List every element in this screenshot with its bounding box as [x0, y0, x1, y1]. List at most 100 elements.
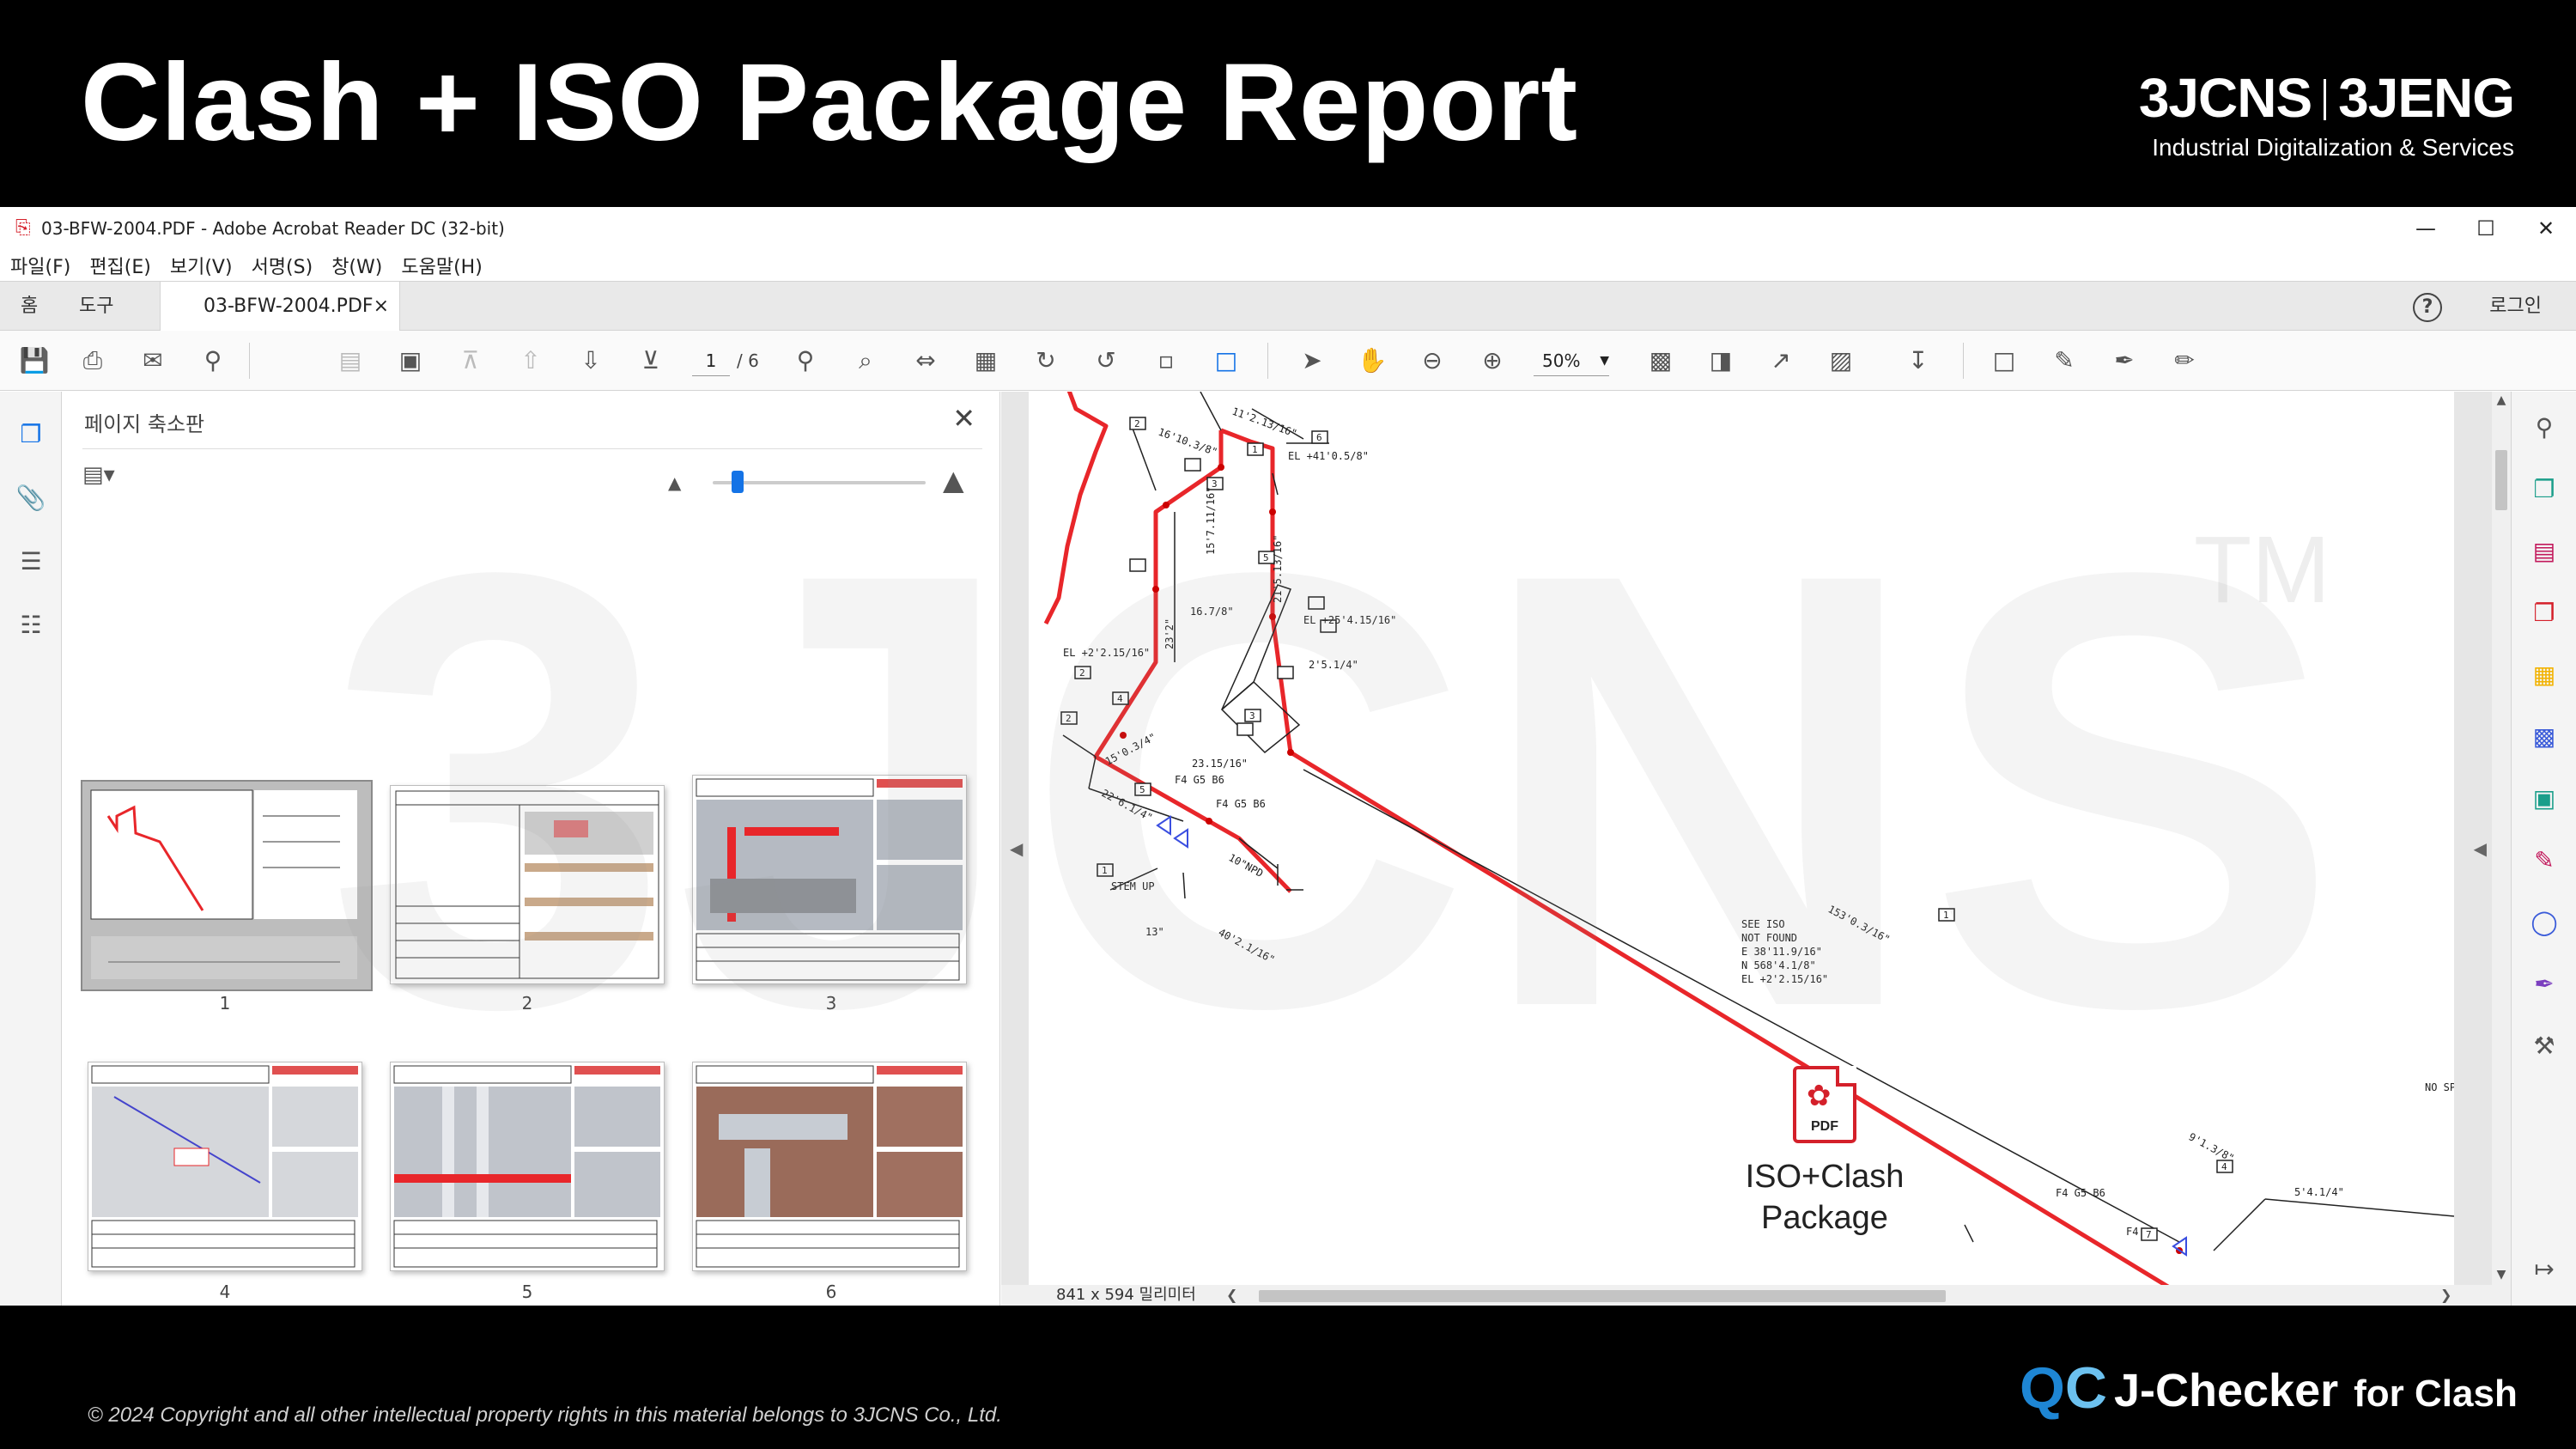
- menu-file[interactable]: 파일(F): [10, 257, 71, 278]
- save-to-cloud-icon[interactable]: ↧: [1908, 346, 1929, 374]
- read-mode-icon[interactable]: ▦: [974, 346, 998, 374]
- fit-page-icon[interactable]: ◨: [1709, 346, 1733, 374]
- export-pdf-icon[interactable]: ❐: [2533, 475, 2555, 503]
- thumbnail-size-knob[interactable]: [732, 471, 744, 493]
- vertical-scroll-thumb[interactable]: [2495, 450, 2507, 510]
- zoom-tool-icon[interactable]: ⚲: [2535, 413, 2554, 441]
- thumbnail-label: 5: [521, 1282, 533, 1302]
- first-page-icon[interactable]: ⊼: [461, 346, 480, 374]
- marquee-zoom-icon[interactable]: ⚲: [796, 346, 815, 374]
- zoom-in-icon[interactable]: ⊕: [1482, 346, 1503, 374]
- scroll-up-icon[interactable]: ▲: [2496, 393, 2506, 407]
- menu-edit[interactable]: 편집(E): [89, 257, 151, 278]
- tab-document[interactable]: 03-BFW-2004.PDF ×: [160, 282, 400, 332]
- page-thumbnail[interactable]: [88, 1062, 362, 1271]
- attachments-icon[interactable]: 📎: [15, 484, 46, 512]
- dim-label: NO SPOOL: [2425, 1081, 2454, 1093]
- print-icon[interactable]: ⎙: [82, 346, 103, 374]
- scroll-down-icon[interactable]: ▼: [2496, 1268, 2506, 1282]
- layers-icon[interactable]: ☰: [20, 547, 42, 575]
- page-display-icon[interactable]: ▩: [1649, 346, 1673, 374]
- collapse-left-panel-icon[interactable]: ◀: [1010, 838, 1024, 859]
- dim-label: 10"NPD: [1227, 851, 1266, 880]
- thumbnail-size-slider[interactable]: [713, 481, 926, 484]
- thumbnail-larger-icon[interactable]: ▲: [943, 464, 964, 496]
- organize-pages-icon[interactable]: ▤: [338, 346, 362, 374]
- horizontal-scroll-thumb[interactable]: [1259, 1290, 1946, 1302]
- find-text-icon[interactable]: ⌕: [859, 346, 872, 374]
- page-thumbnail[interactable]: [692, 775, 967, 984]
- previous-page-icon[interactable]: ⇧: [520, 346, 541, 374]
- more-tools-icon[interactable]: ⚒: [2533, 1032, 2555, 1060]
- hand-tool-icon[interactable]: ✋: [1357, 346, 1388, 374]
- search-icon[interactable]: ⚲: [204, 346, 222, 374]
- last-page-icon[interactable]: ⊻: [641, 346, 660, 374]
- page-number-input[interactable]: 1: [692, 345, 730, 376]
- scroll-mode-icon[interactable]: ▨: [1829, 346, 1853, 374]
- dim-label: 9'1.3/8": [2187, 1130, 2237, 1164]
- comment-tool-icon[interactable]: ▦: [2532, 661, 2556, 689]
- organize-pages-icon[interactable]: ▤: [2532, 537, 2556, 565]
- combine-files-icon[interactable]: ▩: [2532, 722, 2556, 751]
- iso-drawing-page: 11'2.13/16" 16'10.3/8" 15'7.11/16" 21'5.…: [1029, 392, 2475, 1296]
- vertical-scrollbar[interactable]: ▲ ▼: [2492, 392, 2511, 1285]
- maximize-button[interactable]: ☐: [2476, 216, 2495, 240]
- minimize-button[interactable]: —: [2415, 216, 2436, 240]
- comment-icon[interactable]: □: [1992, 346, 2016, 374]
- login-button[interactable]: 로그인: [2489, 295, 2542, 317]
- menu-view[interactable]: 보기(V): [169, 257, 233, 278]
- fit-width-icon[interactable]: ⇔: [915, 346, 936, 374]
- dim-label: 11'2.13/16": [1230, 405, 1298, 440]
- tab-tools[interactable]: 도구: [79, 295, 114, 317]
- page-thumbnail[interactable]: [81, 780, 373, 991]
- collapse-right-panel-icon[interactable]: ◀: [2473, 838, 2487, 859]
- sign-icon[interactable]: ✒: [2114, 346, 2135, 374]
- close-window-button[interactable]: ✕: [2537, 216, 2555, 240]
- status-bar: 841 x 594 밀리미터 ❮ ❯: [1001, 1285, 2511, 1306]
- save-icon[interactable]: 💾: [19, 346, 50, 374]
- select-tool-icon[interactable]: ➤: [1302, 346, 1322, 374]
- page-thumbnail[interactable]: [390, 1062, 665, 1271]
- rotate-cw-icon[interactable]: ↻: [1036, 346, 1056, 374]
- menu-window[interactable]: 창(W): [331, 257, 383, 278]
- document-view[interactable]: ◀: [1001, 392, 2511, 1306]
- thumbnail-options-icon[interactable]: ▤▾: [82, 462, 115, 488]
- snapshot-icon[interactable]: ▣: [398, 346, 422, 374]
- page-view-icon[interactable]: ▫: [1157, 346, 1175, 374]
- scroll-left-icon[interactable]: ❮: [1226, 1287, 1238, 1303]
- tag-number: 2: [1134, 418, 1140, 429]
- zoom-out-icon[interactable]: ⊖: [1422, 346, 1443, 374]
- protect-icon[interactable]: ◯: [2530, 908, 2558, 936]
- page-thumbnail[interactable]: [692, 1062, 967, 1271]
- thumbnail-smaller-icon[interactable]: ▲: [668, 472, 682, 493]
- single-page-icon[interactable]: □: [1214, 346, 1238, 374]
- create-pdf-icon[interactable]: ❐: [2533, 599, 2555, 627]
- scroll-right-icon[interactable]: ❯: [2440, 1287, 2452, 1303]
- expand-panel-icon[interactable]: ↦: [2534, 1255, 2555, 1283]
- rotate-ccw-icon[interactable]: ↺: [1096, 346, 1116, 374]
- zoom-select[interactable]: 50% ▼: [1534, 345, 1609, 376]
- dim-label: 15'0.3/4": [1103, 731, 1158, 768]
- page-thumbnail-image: [391, 1062, 664, 1270]
- fill-sign-tool-icon[interactable]: ✎: [2534, 846, 2555, 874]
- highlight-icon[interactable]: ✎: [2054, 346, 2075, 374]
- structure-icon[interactable]: ☷: [20, 611, 42, 639]
- page-total: / 6: [737, 350, 759, 371]
- menu-help[interactable]: 도움말(H): [401, 257, 483, 278]
- pdf-badge-label: PDF: [1811, 1119, 1838, 1134]
- slide-title: Clash + ISO Package Report: [81, 41, 1578, 164]
- page-thumbnails-icon[interactable]: ❐: [20, 420, 42, 448]
- tab-home[interactable]: 홈: [21, 295, 39, 317]
- request-signature-icon[interactable]: ✒: [2534, 970, 2555, 998]
- scan-ocr-icon[interactable]: ▣: [2532, 784, 2556, 813]
- close-panel-icon[interactable]: ✕: [952, 402, 975, 435]
- tab-close-icon[interactable]: ×: [373, 295, 389, 317]
- next-page-icon[interactable]: ⇩: [580, 346, 601, 374]
- pdf-file-icon: ✿ PDF: [1793, 1066, 1856, 1143]
- fill-sign-icon[interactable]: ✏: [2174, 346, 2195, 374]
- full-screen-icon[interactable]: ↗: [1771, 346, 1791, 374]
- page-thumbnail[interactable]: [390, 785, 665, 984]
- email-icon[interactable]: ✉: [143, 346, 163, 374]
- help-icon[interactable]: ?: [2413, 293, 2442, 322]
- menu-sign[interactable]: 서명(S): [251, 257, 313, 278]
